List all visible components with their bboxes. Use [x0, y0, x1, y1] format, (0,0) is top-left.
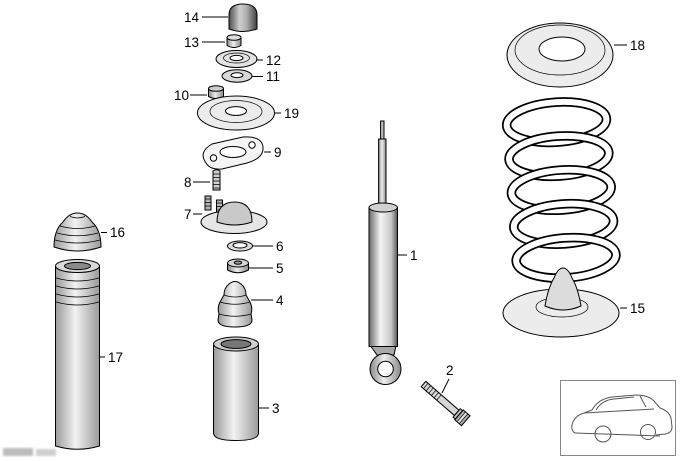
- watermark: [3, 448, 56, 456]
- callout-label-3: 3: [272, 401, 280, 416]
- callout-label-11: 11: [266, 69, 280, 84]
- callout-label-16: 16: [110, 225, 125, 240]
- callout-label-19: 19: [284, 106, 299, 121]
- part-11-washer: [221, 69, 253, 83]
- callout-label-5: 5: [276, 261, 284, 276]
- car-icon: [571, 394, 673, 443]
- callout-label-1: 1: [410, 248, 418, 263]
- callout-label-9: 9: [274, 145, 282, 160]
- part-15-lower-spring-pad: [502, 267, 620, 338]
- part-1-shock-absorber: [368, 120, 402, 385]
- part-13-nut: [226, 34, 242, 48]
- part-9-gasket-plate: [202, 136, 264, 170]
- leader-lines: [100, 16, 627, 409]
- part-10-small-nut: [208, 85, 224, 99]
- callout-label-18: 18: [630, 38, 645, 53]
- callout-label-2: 2: [446, 363, 454, 378]
- part-17-protective-tube: [55, 259, 100, 450]
- part-6-snap-ring: [227, 240, 253, 252]
- part-3-dust-boot-tube: [213, 336, 259, 442]
- part-4-bump-stop: [217, 281, 253, 328]
- callout-label-4: 4: [276, 293, 284, 308]
- part-14-top-cap: [228, 3, 258, 32]
- part-8-stud: [212, 169, 221, 191]
- callout-label-7: 7: [184, 207, 192, 222]
- part-2-mounting-bolt: [420, 380, 471, 427]
- callout-label-13: 13: [184, 35, 199, 50]
- coil-spring: [501, 97, 621, 283]
- callout-label-8: 8: [184, 175, 192, 190]
- part-19-reinforcement-plate: [197, 95, 275, 131]
- callout-label-6: 6: [276, 239, 284, 254]
- car-inset-frame: [560, 380, 676, 456]
- part-5-cup-washer: [227, 258, 249, 274]
- part-16-rubber-buffer: [53, 212, 102, 252]
- callout-labels: 14 13 12 11 10 19 9 8 7 6 5 4 3 16 17 1 …: [108, 10, 645, 416]
- callout-label-17: 17: [108, 350, 123, 365]
- callout-label-12: 12: [266, 53, 281, 68]
- part-18-upper-spring-pad: [506, 22, 614, 88]
- car-inset: [560, 380, 676, 456]
- callout-label-14: 14: [184, 10, 200, 25]
- part-7-strut-support-mount: [200, 195, 268, 234]
- callout-label-15: 15: [630, 301, 645, 316]
- part-12-guide-disc: [215, 50, 258, 68]
- callout-label-10: 10: [174, 88, 189, 103]
